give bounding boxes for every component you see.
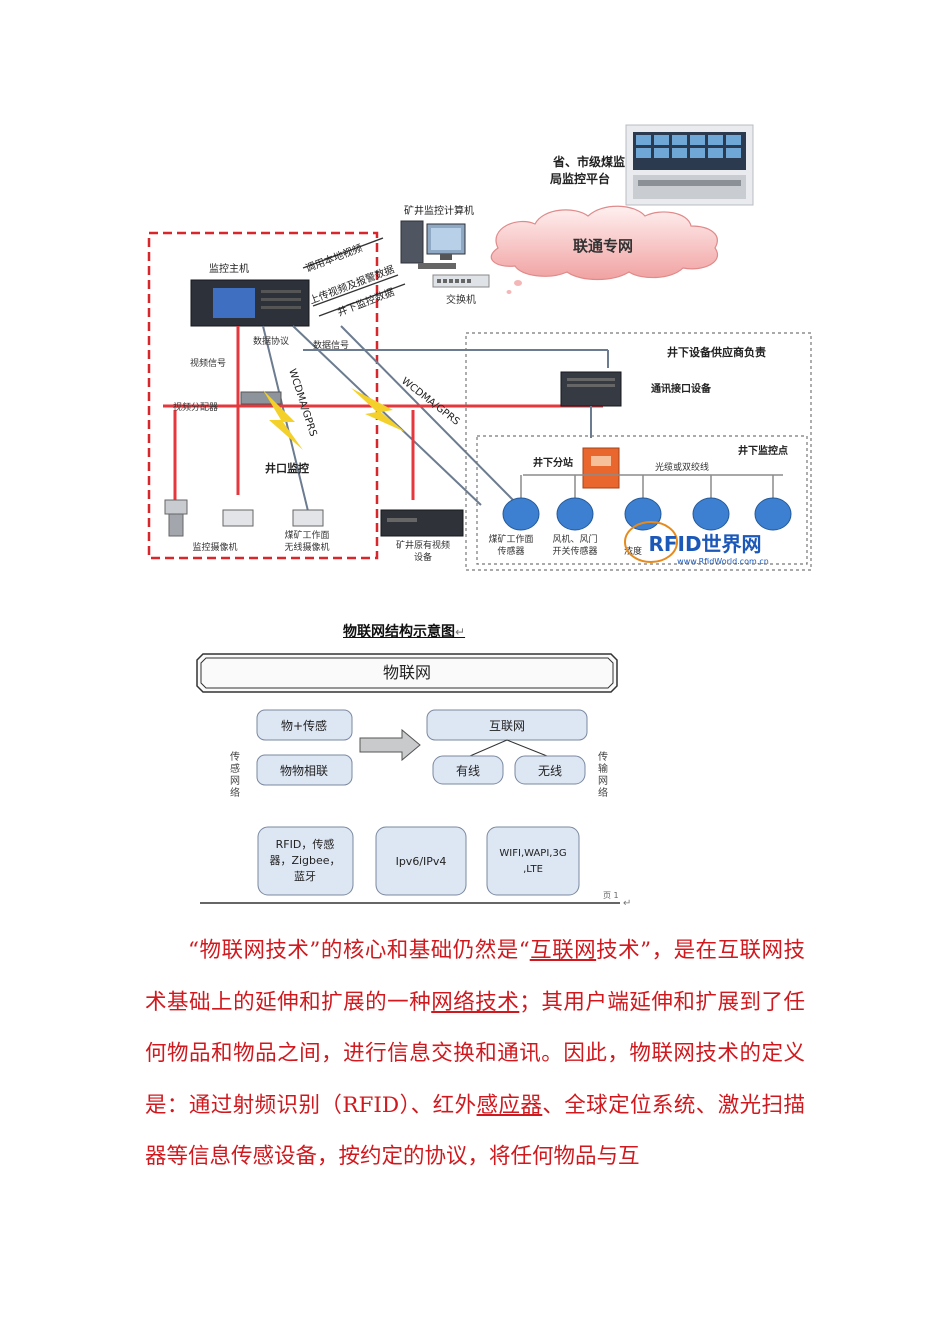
banner-label: 物联网	[383, 663, 431, 682]
tech-box-3	[486, 826, 580, 896]
mine-monitoring-diagram: 省、市级煤监 局监控平台 矿井监控计算机 交换机 联通专网 监控主机 调用本地视…	[143, 120, 813, 572]
body-paragraph-block: “物联网技术”的核心和基础仍然是“互联网技术”，是在互联网技术基础上的延伸和扩展…	[145, 925, 805, 1183]
left-vertical-4: 络	[230, 786, 240, 799]
footer-mark: 页 1	[603, 891, 619, 900]
sensor-icon-4	[692, 497, 730, 531]
right-vertical-4: 络	[598, 786, 608, 799]
link-internet[interactable]: 互联网	[529, 938, 597, 963]
tech1-line-3: 蓝牙	[294, 870, 316, 883]
video-distributor-label: 视频分配器	[173, 401, 218, 413]
tech-box-2	[375, 826, 467, 896]
box-things-link-label: 物物相联	[280, 764, 328, 778]
link-network-tech[interactable]: 网络技术	[431, 989, 520, 1015]
left-vertical-2: 感	[230, 762, 240, 775]
logo-url: www.RfidWorld.com.cn	[677, 557, 769, 566]
sensor-icon-1	[502, 497, 540, 531]
logo-text: RFID世界网	[648, 532, 761, 556]
data-signal-label: 数据信号	[313, 339, 349, 351]
p1-text-a: “物联网技术”的核心和基础仍然是“	[188, 938, 530, 963]
sensor-icon-2	[556, 497, 594, 531]
supplier-label: 井下设备供应商负责	[667, 345, 766, 359]
right-vertical-1: 传	[598, 751, 608, 763]
camera-icon-3	[292, 509, 324, 527]
sensor1-label-1: 煤矿工作面	[488, 533, 533, 545]
box-things-sense	[256, 709, 353, 741]
iot-structure-diagram: 物联网 物+传感 物物相联 互联网 有线 无线 传感网络 传输网络 RFID，传…	[196, 653, 631, 909]
left-vertical-1: 传	[230, 751, 240, 763]
p1-text-d: 、全球定位系统、激光扫描器等信息传感设备，按约定的协议，将任何物品与互	[145, 1092, 805, 1170]
comm-device-label: 通讯接口设备	[651, 382, 712, 395]
sensor2-label-2: 开关传感器	[552, 545, 597, 557]
camera-icon-1	[164, 499, 188, 537]
p1-text-c: ；其用户端延伸和扩展到了任何物品和物品之间，进行信息交换和通讯。因此，物联网技术…	[145, 989, 805, 1118]
right-arrow-icon	[359, 728, 421, 762]
rfid-world-logo: RFID世界网 www.RfidWorld.com.cn	[624, 521, 769, 566]
footer-return-mark: ↵	[623, 898, 631, 909]
tech1-line-1: RFID，传感	[276, 838, 335, 851]
right-vertical-3: 网	[598, 775, 608, 787]
dvr-label-1: 矿井原有视频	[396, 539, 450, 551]
p1-text-b: 技术”，是在互联网技术基础上的延伸和扩展的一种	[145, 938, 805, 1015]
sensor1-label-2: 传感器	[497, 545, 524, 557]
sensor-icon-5	[754, 497, 792, 531]
box-things-link	[256, 754, 353, 786]
computer-label: 矿井监控计算机	[404, 204, 474, 217]
host-server-icon	[190, 279, 310, 327]
sensor2-label-1: 风机、风门	[552, 533, 597, 545]
underground-dotted-box	[476, 435, 808, 565]
box-things-sense-label: 物+传感	[281, 718, 327, 733]
tech2-label: Ipv6/IPv4	[396, 855, 447, 868]
box-wired	[432, 755, 504, 785]
platform-label-1: 省、市级煤监	[552, 154, 625, 169]
body-paragraph: “物联网技术”的核心和基础仍然是“互联网技术”，是在互联网技术基础上的延伸和扩展…	[145, 925, 805, 1183]
cloud-label: 联通专网	[573, 237, 633, 255]
iot-banner	[196, 653, 618, 693]
camera2-label-1: 煤矿工作面	[284, 529, 329, 541]
right-vertical-label: 传输网络	[598, 751, 608, 799]
camera1-label: 监控摄像机	[192, 541, 237, 553]
substation-label: 井下分站	[533, 456, 573, 469]
dvr-icon	[380, 509, 464, 537]
host-label: 监控主机	[209, 262, 249, 275]
tech3-line-2: ,LTE	[523, 864, 543, 875]
right-vertical-2: 输	[598, 762, 608, 775]
computer-icon	[400, 220, 466, 269]
underground-points-label: 井下监控点	[738, 444, 788, 457]
left-vertical-3: 网	[230, 775, 240, 787]
data-protocol-label: 数据协议	[253, 335, 289, 347]
wellhead-label: 井口监控	[265, 461, 309, 475]
switch-icon	[432, 274, 490, 288]
link-sensor[interactable]: 感应器	[476, 1092, 543, 1118]
cable-label: 光缆或双绞线	[655, 461, 709, 473]
lightning-icon-1	[263, 390, 303, 450]
dvr-label-2: 设备	[414, 551, 432, 563]
left-vertical-label: 传感网络	[230, 751, 240, 799]
monitor-wall-image	[625, 124, 754, 206]
sensor-icon-3	[624, 497, 662, 531]
wellhead-dashed-box	[147, 231, 379, 560]
lightning-icon-2	[351, 388, 405, 432]
supplier-dotted-box	[465, 332, 812, 571]
tech-box-1	[257, 826, 354, 896]
switch-label: 交换机	[446, 293, 476, 306]
comm-device-icon	[560, 371, 622, 407]
tech3-line-1: WIFI,WAPI,3G	[499, 848, 566, 859]
box-wireless	[514, 755, 586, 785]
substation-icon	[582, 447, 620, 489]
sensor3-label-1: 浓度	[624, 545, 642, 557]
video-signal-label: 视频信号	[190, 357, 226, 369]
platform-label-2: 局监控平台	[550, 171, 610, 186]
cloud-shape	[490, 205, 718, 281]
figure-title-text: 物联网结构示意图	[343, 624, 455, 640]
tech1-line-2: 器，Zigbee，	[269, 854, 340, 867]
box-internet-label: 互联网	[489, 719, 525, 733]
camera-icon-2	[222, 509, 254, 527]
figure-title: 物联网结构示意图↵	[343, 621, 465, 641]
return-mark: ↵	[455, 625, 466, 639]
box-wired-label: 有线	[456, 764, 480, 778]
box-wireless-label: 无线	[538, 764, 562, 778]
camera2-label-2: 无线摄像机	[284, 541, 329, 553]
